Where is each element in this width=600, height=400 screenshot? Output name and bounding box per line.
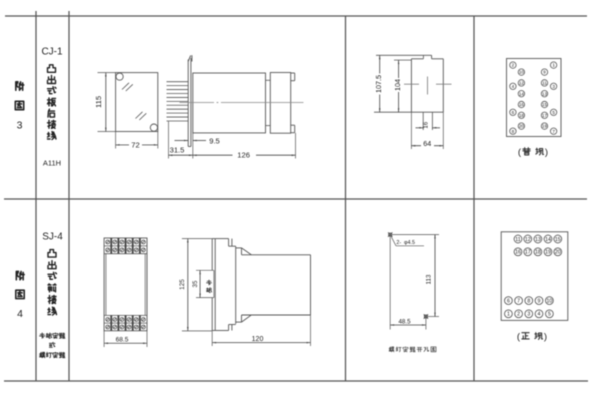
svg-text:9: 9 — [538, 299, 541, 305]
svg-text:15: 15 — [542, 102, 547, 107]
svg-text:115: 115 — [94, 96, 103, 108]
svg-text:): ) — [545, 147, 548, 158]
svg-text:13: 13 — [542, 91, 547, 96]
svg-text:120: 120 — [252, 336, 264, 343]
svg-text:8: 8 — [512, 129, 515, 134]
svg-text:4: 4 — [17, 308, 23, 320]
svg-text:SJ-4: SJ-4 — [42, 232, 63, 243]
svg-text:): ) — [544, 332, 547, 343]
svg-text:7: 7 — [517, 299, 520, 305]
svg-text:20: 20 — [555, 250, 561, 256]
svg-text:8: 8 — [527, 299, 530, 305]
svg-text:A11H: A11H — [43, 159, 61, 168]
svg-text:(: ( — [517, 332, 521, 343]
svg-text:2: 2 — [512, 63, 515, 68]
svg-text:104: 104 — [393, 79, 402, 91]
svg-text:17: 17 — [542, 113, 547, 118]
svg-text:16: 16 — [515, 250, 521, 256]
svg-text:5: 5 — [548, 312, 551, 318]
svg-text:2-: 2- — [396, 240, 401, 246]
svg-text:48.5: 48.5 — [398, 319, 411, 326]
svg-text:5: 5 — [552, 110, 555, 115]
svg-text:11: 11 — [515, 237, 520, 243]
svg-text:12: 12 — [525, 237, 531, 243]
svg-text:7: 7 — [552, 129, 555, 134]
svg-text:18: 18 — [519, 113, 524, 118]
svg-text:9.5: 9.5 — [209, 136, 220, 145]
svg-text:12: 12 — [519, 81, 524, 86]
svg-text:2: 2 — [517, 312, 520, 318]
svg-text:18: 18 — [535, 250, 541, 256]
svg-text:CJ-1: CJ-1 — [41, 47, 63, 58]
svg-text:(: ( — [518, 147, 522, 158]
svg-text:14: 14 — [519, 91, 524, 96]
svg-text:72: 72 — [131, 141, 139, 150]
svg-text:31.5: 31.5 — [170, 145, 185, 154]
svg-text:13: 13 — [535, 237, 541, 243]
svg-text:20: 20 — [519, 124, 524, 129]
svg-text:125: 125 — [179, 279, 186, 290]
svg-text:11: 11 — [542, 81, 547, 86]
svg-text:4: 4 — [538, 312, 541, 318]
svg-text:1: 1 — [552, 63, 555, 68]
svg-text:68.5: 68.5 — [116, 336, 129, 343]
svg-text:16: 16 — [423, 121, 430, 128]
svg-text:35: 35 — [192, 280, 199, 287]
svg-text:3: 3 — [527, 312, 530, 318]
svg-text:9: 9 — [543, 70, 546, 75]
svg-text:107.5: 107.5 — [374, 75, 383, 93]
svg-text:10: 10 — [547, 299, 553, 305]
svg-text:15: 15 — [555, 237, 561, 243]
svg-text:17: 17 — [525, 250, 531, 256]
svg-text:14: 14 — [545, 237, 551, 243]
svg-text:64: 64 — [423, 139, 431, 148]
svg-text:4: 4 — [512, 84, 515, 89]
svg-text:19: 19 — [545, 250, 551, 256]
svg-text:6: 6 — [507, 299, 510, 305]
svg-text:126: 126 — [237, 150, 250, 159]
svg-text:10: 10 — [519, 70, 524, 75]
svg-text:19: 19 — [542, 124, 547, 129]
svg-text:φ4.5: φ4.5 — [404, 240, 415, 246]
svg-text:113: 113 — [425, 274, 432, 284]
svg-text:6: 6 — [512, 110, 515, 115]
svg-text:16: 16 — [519, 102, 524, 107]
svg-text:1: 1 — [507, 312, 510, 318]
svg-text:3: 3 — [552, 84, 555, 89]
svg-text:3: 3 — [17, 120, 23, 132]
